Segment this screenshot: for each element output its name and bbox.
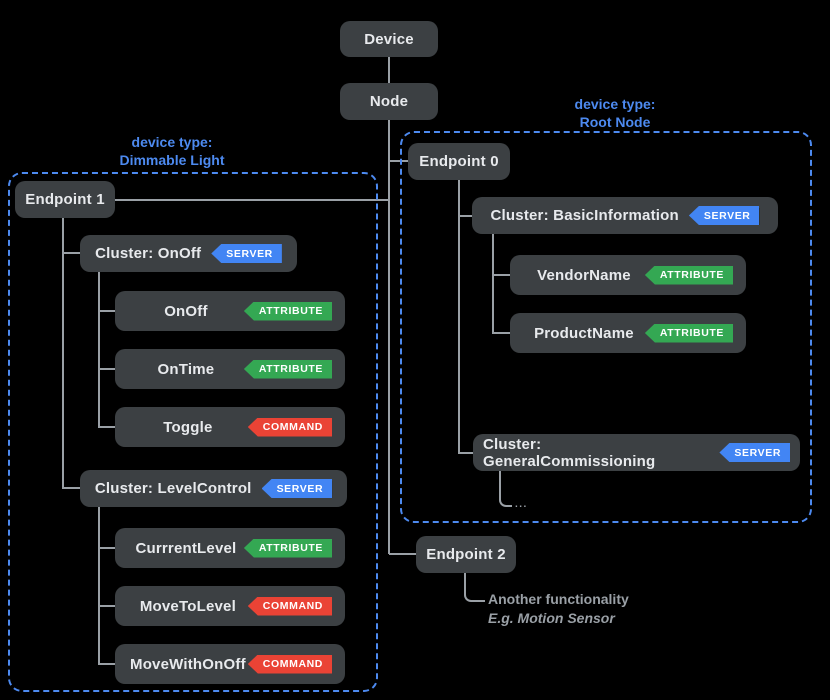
cluster-onoff: Cluster: OnOff SERVER [80,235,297,272]
attribute-badge: ATTRIBUTE [644,265,733,285]
cluster-generalcommissioning-label: Cluster: GeneralCommissioning [483,435,656,470]
connector-branch-endpoint1 [115,199,389,201]
connector-cluster-onoff-trunk [98,272,100,428]
group-dimmable-light [8,172,378,692]
cluster-levelcontrol: Cluster: LevelControl SERVER [80,470,347,507]
connector-branch-cluster-levelcontrol [63,487,81,489]
cluster-basicinformation: Cluster: BasicInformation SERVER [472,197,778,234]
connector-branch-onoff [99,310,116,312]
attribute-productname-label: ProductName [534,324,634,342]
connector-branch-ontime [99,368,116,370]
attribute-badge: ATTRIBUTE [243,359,332,379]
attribute-badge: ATTRIBUTE [243,538,332,558]
server-badge: SERVER [719,443,790,462]
connector-branch-endpoint0 [389,160,410,162]
command-badge: COMMAND [247,417,332,437]
device-type-prefix: device type: [131,134,213,150]
attribute-ontime: OnTime ATTRIBUTE [115,349,345,389]
endpoint2-note: Another functionality E.g. Motion Sensor [488,590,629,628]
attribute-currrentlevel: CurrrentLevel ATTRIBUTE [115,528,345,568]
device-type-prefix: device type: [574,96,656,112]
command-movetolevel: MoveToLevel COMMAND [115,586,345,626]
connector-branch-generalcommissioning [459,452,474,454]
connector-basicinformation-trunk [492,234,494,334]
connector-cluster-levelcontrol-trunk [98,507,100,665]
group-label-root-node: device type: Root Node [515,95,715,131]
device-type-name: Dimmable Light [119,152,225,168]
group-label-dimmable-light: device type: Dimmable Light [72,133,272,169]
attribute-vendorname-label: VendorName [537,266,631,284]
cluster-onoff-label: Cluster: OnOff [95,245,202,262]
server-badge: SERVER [688,206,760,225]
connector-branch-basicinformation [459,215,473,217]
command-toggle-label: Toggle [163,418,213,436]
cluster-levelcontrol-label: Cluster: LevelControl [94,480,252,497]
node-endpoint2-label: Endpoint 2 [426,546,506,563]
attribute-badge: ATTRIBUTE [243,301,332,321]
connector-branch-productname [493,332,511,334]
command-badge: COMMAND [247,654,332,674]
command-movewithonoff-label: MoveWithOnOff [130,655,246,673]
cluster-generalcommissioning: Cluster: GeneralCommissioning SERVER [473,434,800,471]
attribute-onoff-label: OnOff [164,302,208,320]
connector-branch-endpoint2 [389,553,418,555]
connector-branch-currrentlevel [99,547,116,549]
device-type-name: Root Node [579,114,651,130]
command-movetolevel-label: MoveToLevel [139,597,236,615]
node-endpoint1: Endpoint 1 [15,181,115,218]
connector-endpoint0-trunk [458,180,460,454]
attribute-badge: ATTRIBUTE [644,323,733,343]
node-endpoint1-label: Endpoint 1 [25,191,105,208]
attribute-ontime-label: OnTime [157,360,215,378]
command-movewithonoff: MoveWithOnOff COMMAND [115,644,345,684]
node-endpoint2: Endpoint 2 [416,536,516,573]
attribute-vendorname: VendorName ATTRIBUTE [510,255,746,295]
node-device: Device [340,21,438,57]
endpoint2-note-line2: E.g. Motion Sensor [488,610,615,626]
attribute-currrentlevel-label: CurrrentLevel [135,539,237,557]
attribute-onoff: OnOff ATTRIBUTE [115,291,345,331]
connector-endpoint1-trunk [62,218,64,489]
server-badge: SERVER [261,479,333,498]
endpoint2-note-line1: Another functionality [488,591,629,607]
ellipsis-more-items: ... [515,499,528,510]
node-endpoint0: Endpoint 0 [408,143,510,180]
node-endpoint0-label: Endpoint 0 [419,153,499,170]
command-badge: COMMAND [247,596,332,616]
connector-generalcommissioning-ellipsis [499,471,512,507]
connector-endpoint2-note [464,573,485,602]
server-badge: SERVER [211,244,282,263]
connector-branch-vendorname [493,274,511,276]
group-root-node [400,131,812,523]
node-device-label: Device [364,30,414,48]
connector-node-trunk [388,120,390,554]
connector-branch-movetolevel [99,605,116,607]
node-node-label: Node [369,93,409,110]
command-toggle: Toggle COMMAND [115,407,345,447]
connector-device-node [388,57,390,83]
node-node: Node [340,83,438,120]
attribute-productname: ProductName ATTRIBUTE [510,313,746,353]
connector-branch-cluster-onoff [63,252,81,254]
connector-branch-movewithonoff [99,663,116,665]
connector-branch-toggle [99,426,116,428]
cluster-basicinformation-label: Cluster: BasicInformation [490,207,679,224]
